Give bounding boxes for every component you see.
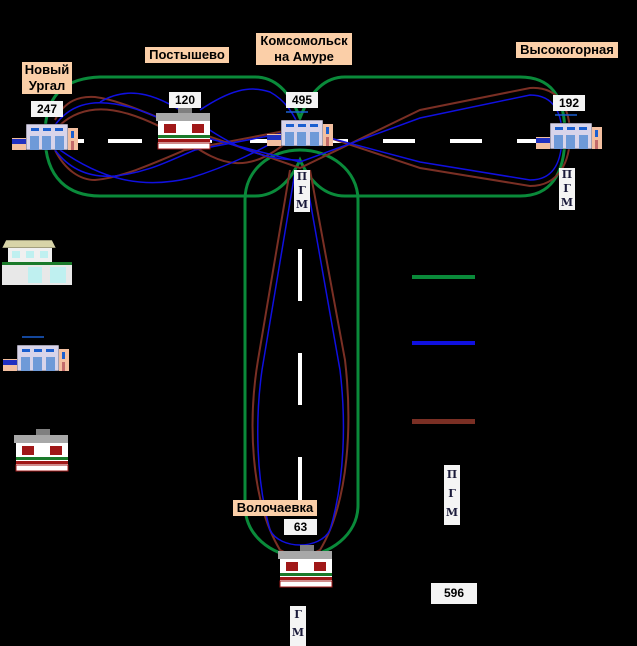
legend-house-brick-icon [13, 428, 69, 472]
pgm-letter: М [445, 506, 459, 519]
city-label-komsomolsk: Комсомольск на Амуре [256, 33, 352, 65]
legend-green-line [412, 275, 475, 279]
vertical-track [298, 249, 302, 503]
pgm-letter: Г [448, 487, 456, 500]
pgm-letter: П [296, 170, 308, 183]
city-label-postyshevo: Постышево [145, 47, 229, 63]
city-label-vysokogornaya: Высокогорная [516, 42, 618, 58]
pgm-marker-komsomolsk: П Г М [294, 170, 310, 212]
legend [412, 275, 475, 424]
city-label-novy-urgal: Новый Ургал [22, 62, 72, 94]
city-label-text: Высокогорная [520, 42, 614, 57]
count-komsomolsk: 495 [286, 92, 318, 108]
pgm-letter: М [295, 198, 309, 211]
house-icon-volochaevka [277, 544, 333, 588]
city-label-volochaevka: Волочаевка [233, 500, 317, 516]
pgm-letter: Г [563, 182, 571, 195]
city-label-text: Волочаевка [236, 500, 314, 515]
count-postyshevo: 120 [169, 92, 201, 108]
city-label-line: Новый [24, 62, 70, 77]
count-volochaevka: 63 [284, 519, 317, 535]
house-icon-postyshevo [155, 106, 211, 150]
green-route [43, 75, 567, 559]
legend-total: 596 [431, 583, 477, 604]
pgm-letter: П [446, 468, 458, 481]
city-label-line: Комсомольск [260, 33, 348, 48]
legend-house-large-icon [1, 239, 73, 286]
pgm-marker-vysokogornaya: П Г М [559, 168, 575, 210]
pgm-letter: М [560, 196, 574, 209]
city-label-line: Ургал [28, 78, 66, 93]
city-label-line: на Амуре [274, 49, 334, 64]
legend-brown-line [412, 419, 475, 424]
gm-letter: М [291, 626, 305, 639]
city-label-text: Постышево [149, 47, 225, 62]
pgm-letter: Г [298, 184, 306, 197]
pgm-letter: П [561, 168, 573, 181]
gm-marker-volochaevka: Г М [290, 606, 306, 646]
count-novy-urgal: 247 [31, 101, 63, 117]
blue-route [54, 88, 563, 546]
legend-blue-line [412, 341, 475, 345]
count-vysokogornaya: 192 [553, 95, 585, 111]
legend-pgm-marker: П Г М [444, 465, 460, 525]
legend-station-icon [2, 336, 70, 372]
gm-letter: Г [294, 608, 302, 621]
